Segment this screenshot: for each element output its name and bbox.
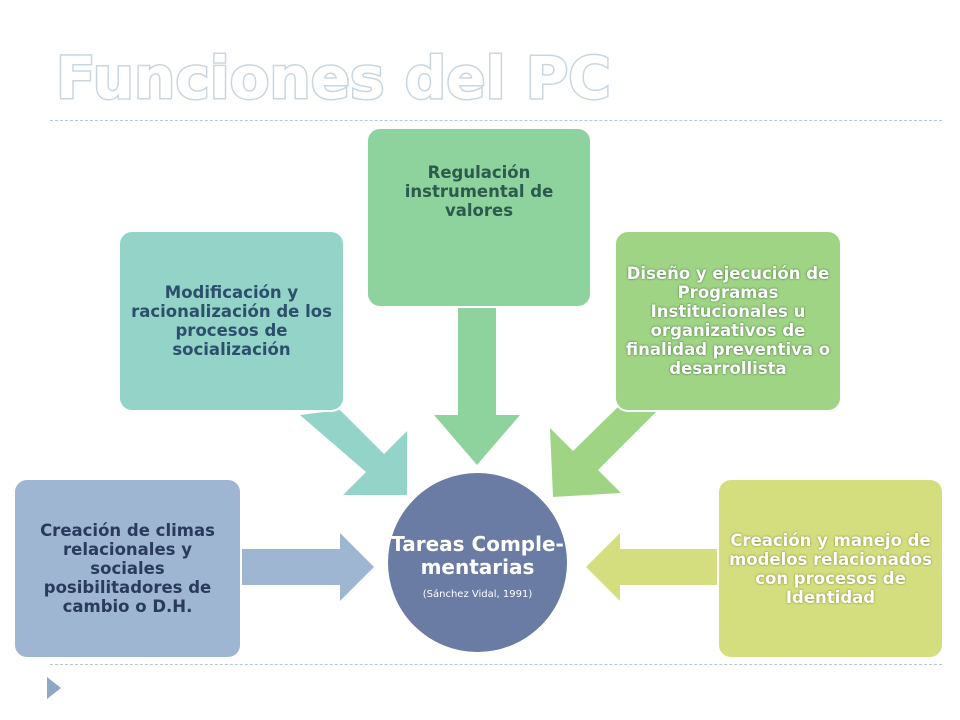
slide-title: Funciones del PC <box>56 46 612 114</box>
box-modificacion: Modificación y racionalización de los pr… <box>118 230 345 412</box>
center-title: Tareas Comple-mentarias <box>391 532 564 579</box>
center-circle: Tareas Comple-mentarias (Sánchez Vidal, … <box>386 471 569 654</box>
arrow-modificacion <box>300 410 407 495</box>
box-diseno-label: Diseño y ejecución de Programas Instituc… <box>625 264 831 378</box>
arrow-regulacion <box>434 308 520 465</box>
box-climas-label: Creación de climas relacionales y social… <box>40 521 215 616</box>
box-modelos: Creación y manejo de modelos relacionado… <box>717 478 944 659</box>
arrow-modelos <box>586 533 720 601</box>
center-citation: (Sánchez Vidal, 1991) <box>422 589 533 600</box>
slide-title-text: Funciones del PC <box>56 46 611 112</box>
box-diseno: Diseño y ejecución de Programas Instituc… <box>614 230 842 412</box>
arrow-diseno <box>550 405 663 497</box>
top-divider <box>50 120 942 121</box>
box-climas: Creación de climas relacionales y social… <box>13 478 242 659</box>
triangle-right-icon <box>47 677 61 699</box>
box-regulacion-label: Regulación instrumental de valores <box>404 163 554 220</box>
arrow-climas <box>240 533 374 601</box>
box-modificacion-label: Modificación y racionalización de los pr… <box>131 283 332 359</box>
box-modelos-label: Creación y manejo de modelos relacionado… <box>729 530 932 607</box>
box-regulacion: Regulación instrumental de valores <box>366 127 592 308</box>
bottom-divider <box>50 664 942 665</box>
